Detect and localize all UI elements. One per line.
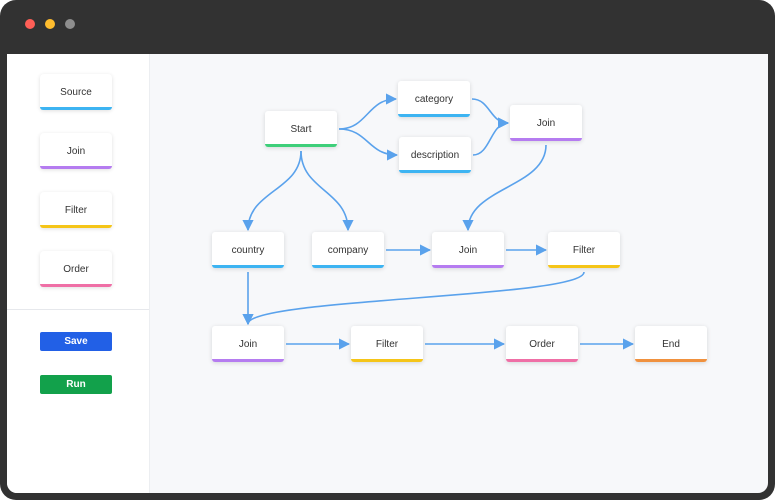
palette-item-color-bar: [40, 107, 112, 110]
flow-node-label: End: [662, 338, 680, 350]
flow-node-join1[interactable]: Join: [510, 105, 582, 141]
flow-node-label: Filter: [572, 244, 596, 256]
node-palette-sidebar: Source Join Filter Order Save Run: [7, 54, 150, 493]
flow-edge-start-to-company[interactable]: [300, 150, 354, 232]
close-window-button[interactable]: [25, 19, 35, 29]
flow-node-label: description: [410, 149, 460, 161]
flow-node-label: Join: [458, 244, 478, 256]
palette-item-label: Order: [63, 263, 89, 275]
flow-node-category[interactable]: category: [398, 81, 470, 117]
palette-item-label: Filter: [64, 204, 88, 216]
flow-edge-join1-to-join2[interactable]: [462, 144, 547, 232]
flow-node-color-bar: [635, 359, 707, 362]
flow-node-color-bar: [432, 265, 504, 268]
flow-node-start[interactable]: Start: [265, 111, 337, 147]
palette-item-label: Join: [66, 145, 86, 157]
flow-node-color-bar: [506, 359, 578, 362]
palette-item-color-bar: [40, 284, 112, 287]
flow-node-color-bar: [510, 138, 582, 141]
palette-item-color-bar: [40, 225, 112, 228]
flow-node-filter2[interactable]: Filter: [351, 326, 423, 362]
palette-item-color-bar: [40, 166, 112, 169]
flow-node-label: company: [327, 244, 369, 256]
flow-node-join2[interactable]: Join: [432, 232, 504, 268]
flow-node-label: Order: [529, 338, 555, 350]
app-content: Source Join Filter Order Save Run: [7, 54, 768, 493]
flow-node-color-bar: [212, 265, 284, 268]
flow-node-filter1[interactable]: Filter: [548, 232, 620, 268]
flow-node-label: Filter: [375, 338, 399, 350]
flow-node-label: Start: [290, 123, 312, 135]
minimize-window-button[interactable]: [45, 19, 55, 29]
flow-edge-start-to-category[interactable]: [338, 93, 398, 130]
flow-node-end[interactable]: End: [635, 326, 707, 362]
palette-item-join[interactable]: Join: [40, 133, 112, 169]
flow-node-label: Join: [238, 338, 258, 350]
flow-node-country[interactable]: country: [212, 232, 284, 268]
flow-node-color-bar: [212, 359, 284, 362]
zoom-window-button[interactable]: [65, 19, 75, 29]
flow-edge-filter1-to-join3[interactable]: [242, 271, 585, 326]
flow-node-label: country: [231, 244, 265, 256]
flow-node-label: Join: [536, 117, 556, 129]
flow-edge-description-to-join1[interactable]: [472, 117, 510, 156]
save-button[interactable]: Save: [40, 332, 112, 351]
flow-node-color-bar: [548, 265, 620, 268]
flow-node-color-bar: [398, 114, 470, 117]
flow-node-color-bar: [399, 170, 471, 173]
flow-node-join3[interactable]: Join: [212, 326, 284, 362]
flow-node-color-bar: [312, 265, 384, 268]
flow-node-description[interactable]: description: [399, 137, 471, 173]
sidebar-divider: [7, 309, 149, 310]
flow-node-color-bar: [265, 144, 337, 147]
palette-item-order[interactable]: Order: [40, 251, 112, 287]
edge-layer: [242, 93, 635, 350]
title-bar: [0, 0, 775, 54]
flow-node-label: category: [414, 93, 454, 105]
flow-edge-start-to-country[interactable]: [242, 150, 302, 232]
run-button[interactable]: Run: [40, 375, 112, 394]
palette-item-filter[interactable]: Filter: [40, 192, 112, 228]
flow-node-company[interactable]: company: [312, 232, 384, 268]
palette-item-label: Source: [60, 86, 92, 98]
flow-node-color-bar: [351, 359, 423, 362]
flow-edge-category-to-join1[interactable]: [471, 98, 510, 129]
flow-node-order[interactable]: Order: [506, 326, 578, 362]
palette-item-source[interactable]: Source: [40, 74, 112, 110]
flow-edge-start-to-description[interactable]: [338, 128, 399, 161]
